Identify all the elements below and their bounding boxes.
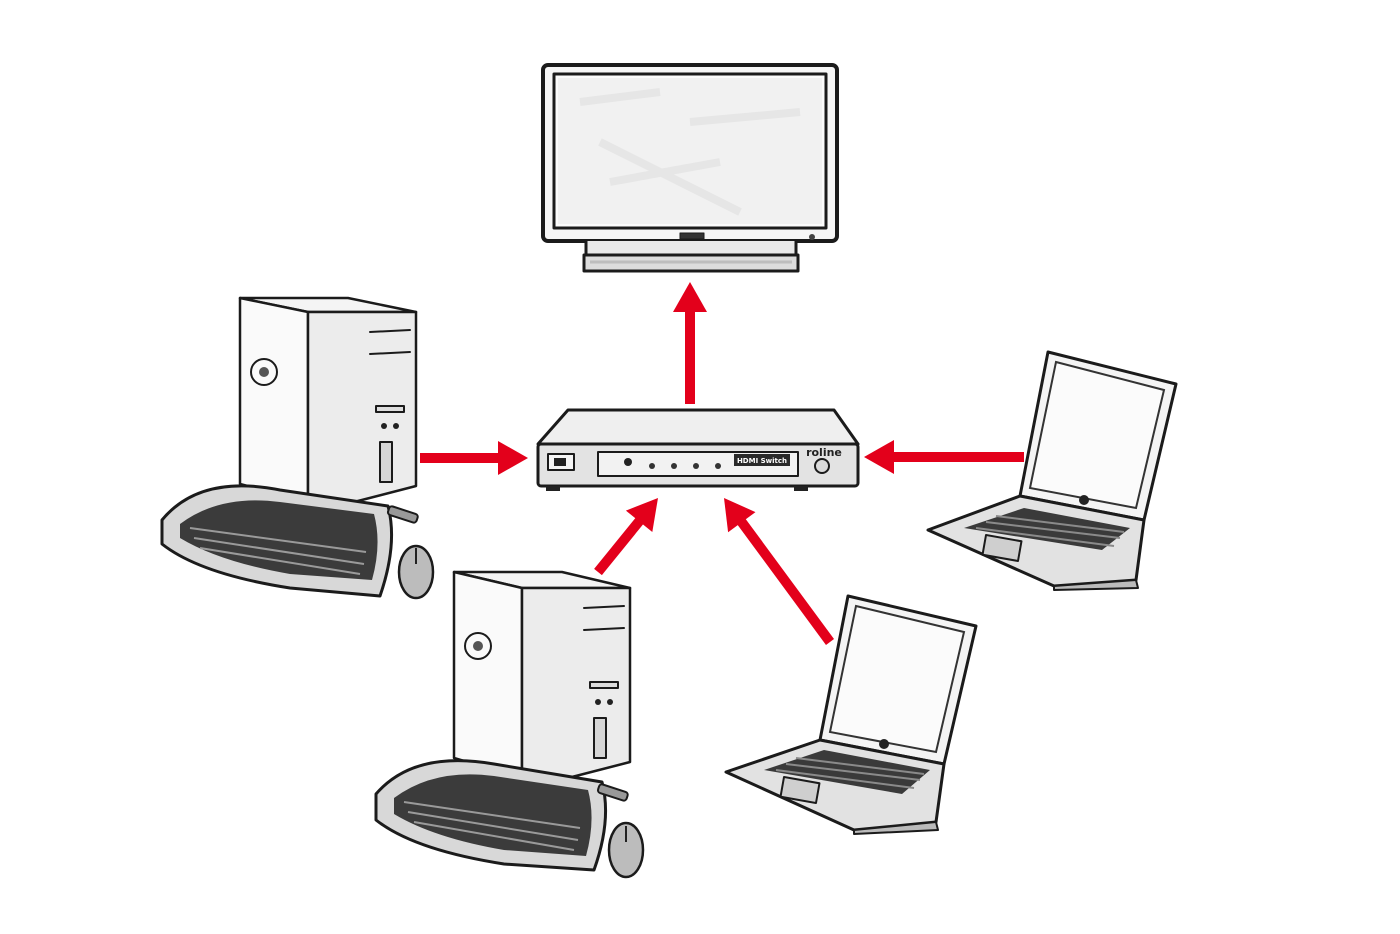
laptop-icon bbox=[926, 350, 1178, 591]
laptop-icon bbox=[724, 594, 978, 835]
arrow-head bbox=[673, 282, 707, 312]
hdmi-switch-icon: HDMI Switch roline bbox=[536, 408, 860, 491]
monitor-icon bbox=[541, 63, 839, 273]
laptop-1 bbox=[924, 350, 1184, 591]
arrow-shaft bbox=[736, 517, 835, 645]
hdmi-switch: HDMI Switch roline bbox=[534, 404, 864, 496]
arrow-shaft bbox=[594, 516, 645, 576]
usb-dongle-icon bbox=[596, 783, 629, 802]
monitor bbox=[540, 62, 840, 277]
mouse-icon bbox=[397, 544, 435, 600]
mouse-icon bbox=[607, 821, 645, 879]
desktop-pc-1 bbox=[160, 294, 440, 609]
arrow-switch-to-monitor bbox=[673, 282, 707, 404]
desktop-pc-2-icon bbox=[374, 570, 645, 879]
arrow-laptop1-to-switch bbox=[864, 440, 1024, 474]
desktop-pc-2 bbox=[372, 566, 662, 886]
arrow-head bbox=[625, 498, 658, 533]
switch-model-label: HDMI Switch bbox=[737, 457, 787, 465]
desktop-pc-1-icon bbox=[160, 296, 435, 600]
keyboard-icon bbox=[374, 759, 608, 872]
desktop-tower-icon bbox=[238, 296, 418, 504]
arrow-laptop2-to-switch bbox=[724, 498, 835, 645]
arrow-head bbox=[724, 498, 756, 533]
arrow-pc2-to-switch bbox=[594, 498, 658, 576]
arrow-head bbox=[864, 440, 894, 474]
arrow-group bbox=[420, 282, 1024, 645]
laptop-2 bbox=[722, 594, 984, 835]
usb-dongle-icon bbox=[386, 505, 419, 524]
switch-brand-label: roline bbox=[806, 446, 842, 459]
desktop-tower-icon bbox=[452, 570, 632, 780]
keyboard-icon bbox=[160, 484, 394, 598]
arrow-head bbox=[498, 441, 528, 475]
arrow-pc1-to-switch bbox=[420, 441, 528, 475]
